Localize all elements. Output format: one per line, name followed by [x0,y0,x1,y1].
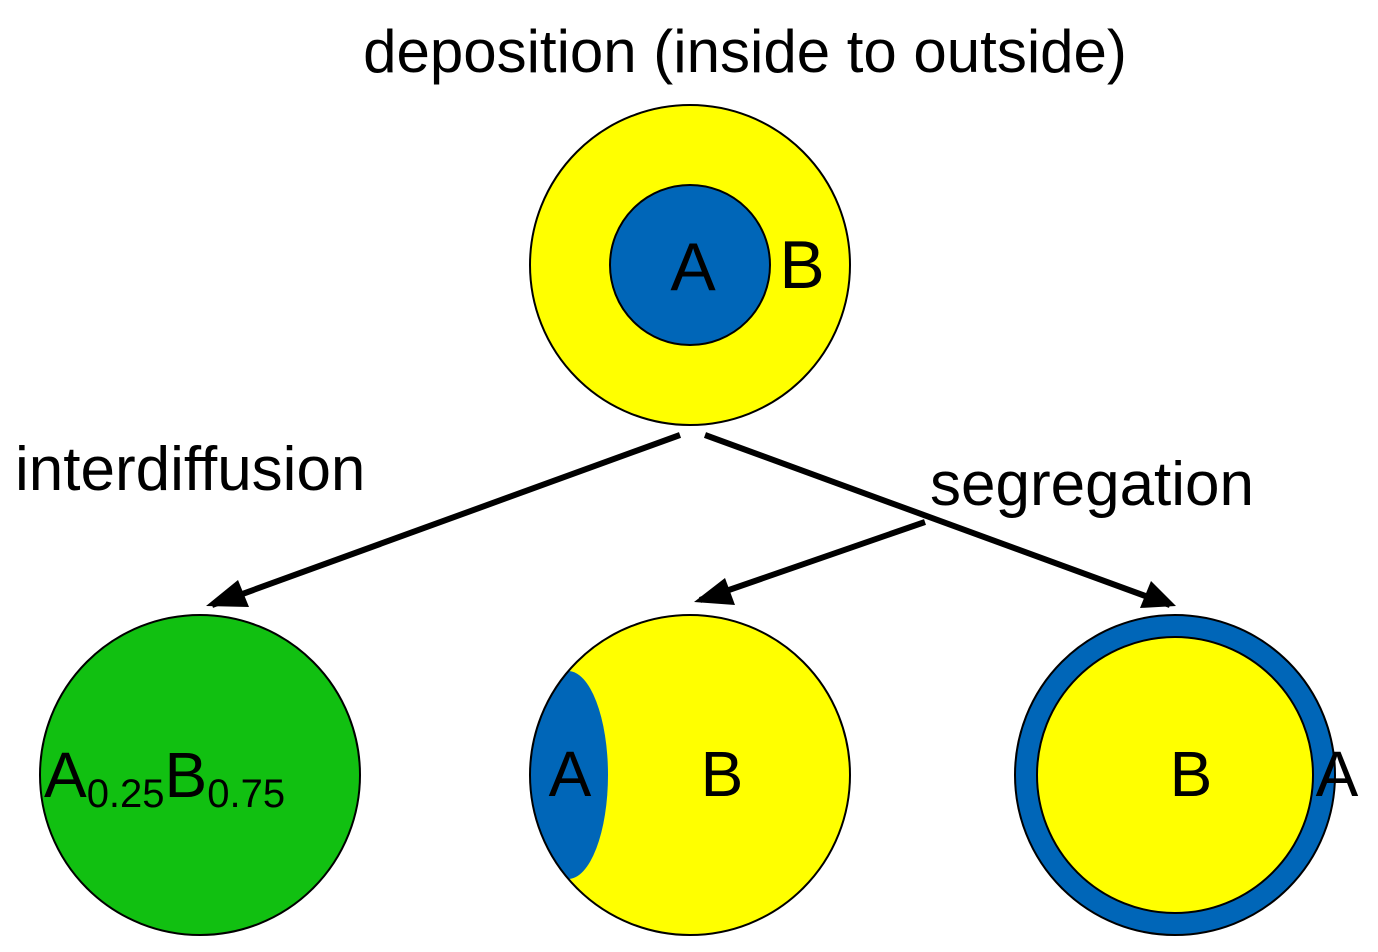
segregation-arrow-right [703,432,1172,608]
alloy-a-symbol: A [44,739,87,811]
segregation-label: segregation [930,450,1254,519]
bottom-right-particle: B A [1014,614,1359,936]
right-core-circle [1036,636,1314,914]
top-core-label: A [670,229,716,305]
interdiffusion-label: interdiffusion [15,435,365,504]
alloy-b-subscript: 0.75 [207,772,285,816]
bottom-middle-particle: A B [529,614,851,936]
arrows [206,432,1176,608]
interdiffusion-arrow [210,432,682,608]
mid-cap-label: A [549,738,592,810]
segregation-arrow-middle [699,519,926,603]
mid-body-label: B [701,738,744,810]
top-particle: A B [529,104,851,426]
right-shell-label: A [1316,738,1359,810]
top-core-circle [609,184,771,346]
mid-cap-region [530,671,608,879]
alloy-b-symbol: B [165,739,208,811]
alloy-formula: A0.25B0.75 [44,739,285,816]
mid-body-circle [530,615,850,935]
alloy-circle [39,614,361,936]
bottom-left-particle: A0.25B0.75 [39,614,361,936]
top-shell-label: B [779,227,824,303]
alloy-a-subscript: 0.25 [87,772,165,816]
right-core-label: B [1170,738,1213,810]
diagram-title: deposition (inside to outside) [363,18,1127,85]
